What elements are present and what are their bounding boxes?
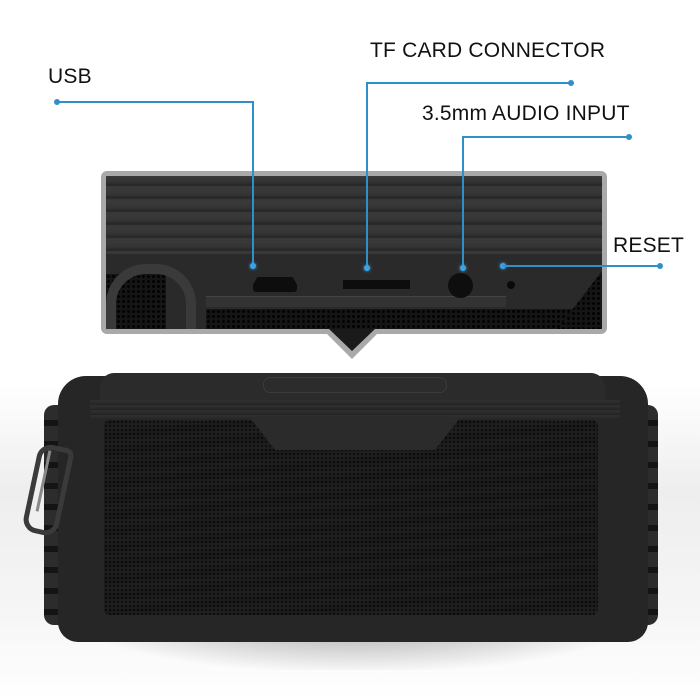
reset-label: RESET [613, 234, 685, 257]
audio-input-label: 3.5mm AUDIO INPUT [422, 102, 630, 125]
tf-leader-dot-icon [568, 80, 574, 86]
speaker-grille [104, 420, 598, 615]
tf-leader-vertical [366, 82, 368, 268]
reset-leader-horizontal [503, 265, 660, 267]
panel-ledge [206, 296, 506, 307]
carabiner-strap [106, 264, 196, 329]
port-panel-closeup [101, 171, 607, 334]
callout-pointer-fill [329, 329, 375, 351]
tf-card-label: TF CARD CONNECTOR [370, 39, 606, 62]
tf-port-dot-icon [364, 265, 370, 271]
audio-jack [448, 273, 473, 298]
ribbed-top-surface [106, 176, 602, 254]
usb-leader-vertical [252, 101, 254, 266]
audio-leader-horizontal [462, 136, 629, 138]
tf-card-slot [343, 280, 410, 289]
reset-hole [507, 281, 515, 289]
front-badge-plate [250, 418, 460, 450]
audio-port-dot-icon [460, 265, 466, 271]
bottom-grille-mesh [206, 309, 602, 329]
top-control-buttons [263, 377, 447, 393]
usb-leader-horizontal [57, 101, 254, 103]
reset-leader-dot-icon [657, 263, 663, 269]
tf-leader-horizontal [366, 82, 571, 84]
usb-port-dot-icon [250, 263, 256, 269]
grille-sheen [104, 420, 598, 615]
usb-label: USB [48, 65, 92, 88]
audio-leader-dot-icon [626, 134, 632, 140]
top-ridge [90, 400, 620, 418]
audio-leader-vertical [462, 136, 464, 268]
usb-port [253, 277, 297, 292]
